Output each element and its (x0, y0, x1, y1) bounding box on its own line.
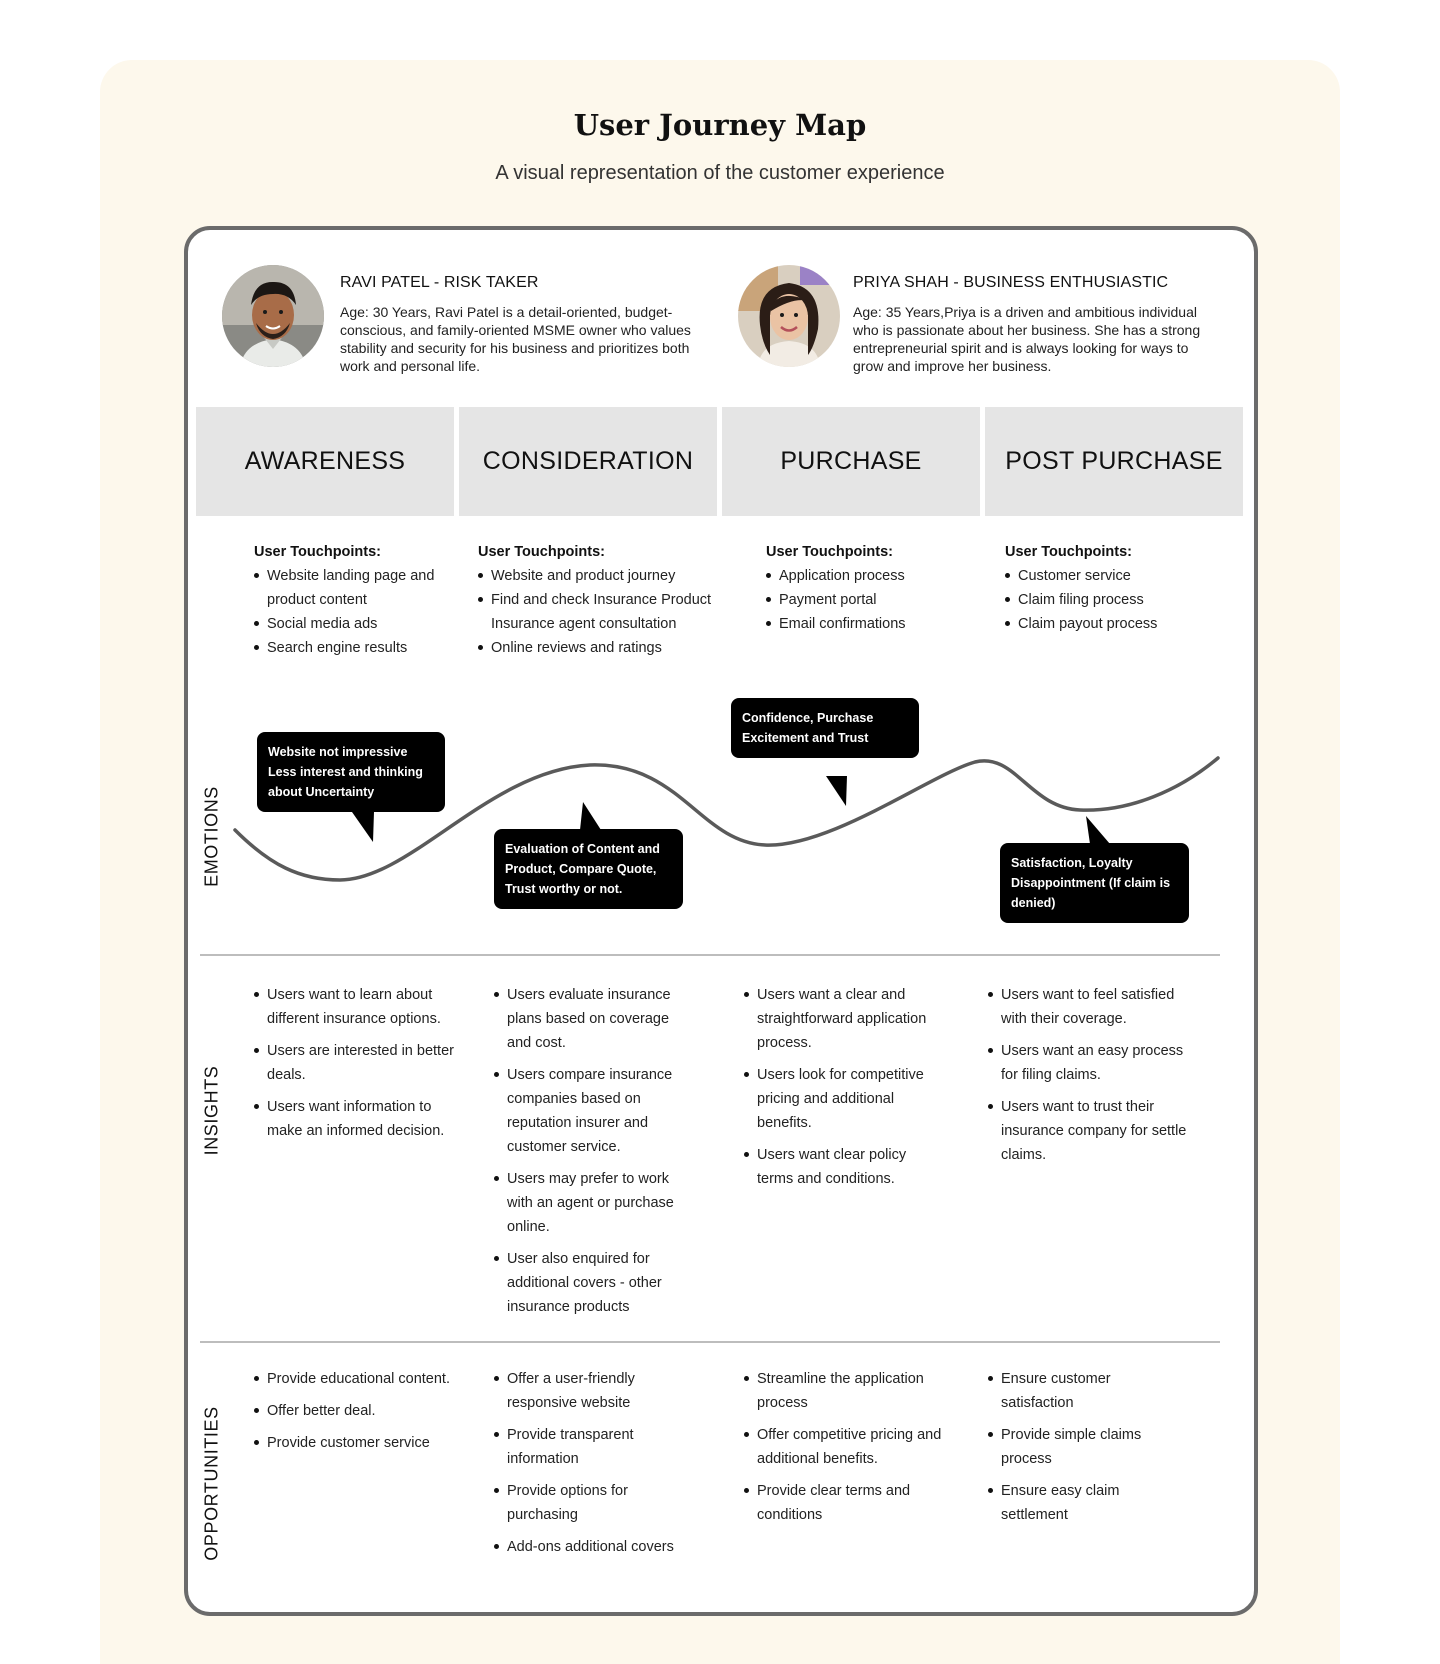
list-item: Users want an easy process for filing cl… (988, 1039, 1188, 1087)
list-item: User also enquired for additional covers… (494, 1247, 690, 1319)
list-item: Streamline the application process (744, 1367, 944, 1415)
list-item: Provide customer service (254, 1431, 454, 1455)
emotion-bubble-post-purchase: Satisfaction, Loyalty Disappointment (If… (1000, 843, 1189, 923)
emotion-bubble-consideration: Evaluation of Content and Product, Compa… (494, 829, 683, 909)
insights-awareness: Users want to learn about different insu… (254, 983, 454, 1151)
bubble-tail-consideration (580, 802, 601, 830)
insights-post-purchase: Users want to feel satisfied with their … (988, 983, 1188, 1175)
list-item: Offer a user-friendly responsive website (494, 1367, 690, 1415)
list-item: Provide educational content. (254, 1367, 454, 1391)
list-item: Offer competitive pricing and additional… (744, 1423, 944, 1471)
list-item: Users evaluate insurance plans based on … (494, 983, 690, 1055)
list-item: Users may prefer to work with an agent o… (494, 1167, 690, 1239)
bubble-tail-purchase (826, 776, 847, 806)
opportunities-post-purchase: Ensure customer satisfaction Provide sim… (988, 1367, 1178, 1535)
list-item: Provide options for purchasing (494, 1479, 690, 1527)
list-item: Users compare insurance companies based … (494, 1063, 690, 1159)
list-item: Offer better deal. (254, 1399, 454, 1423)
list-item: Provide clear terms and conditions (744, 1479, 944, 1527)
row-label-emotions: EMOTIONS (202, 707, 223, 967)
row-divider-opportunities (200, 1341, 1220, 1343)
opportunities-purchase: Streamline the application process Offer… (744, 1367, 944, 1535)
bubble-tail-awareness (352, 812, 374, 842)
list-item: Ensure customer satisfaction (988, 1367, 1178, 1415)
emotion-bubble-purchase: Confidence, Purchase Excitement and Trus… (731, 698, 919, 758)
emotion-bubble-awareness: Website not impressive Less interest and… (257, 732, 445, 812)
list-item: Users want to trust their insurance comp… (988, 1095, 1188, 1167)
insights-consideration: Users evaluate insurance plans based on … (494, 983, 690, 1327)
list-item: Ensure easy claim settlement (988, 1479, 1178, 1527)
list-item: Users want to learn about different insu… (254, 983, 454, 1031)
list-item: Add-ons additional covers (494, 1535, 690, 1559)
opportunities-awareness: Provide educational content. Offer bette… (254, 1367, 454, 1463)
row-label-insights: INSIGHTS (202, 981, 223, 1241)
opportunities-consideration: Offer a user-friendly responsive website… (494, 1367, 690, 1567)
row-divider-insights (200, 954, 1220, 956)
row-label-opportunities: OPPORTUNITIES (202, 1354, 223, 1614)
list-item: Users want to feel satisfied with their … (988, 983, 1188, 1031)
list-item: Users want clear policy terms and condit… (744, 1143, 944, 1191)
list-item: Users want information to make an inform… (254, 1095, 454, 1143)
list-item: Provide simple claims process (988, 1423, 1178, 1471)
insights-purchase: Users want a clear and straightforward a… (744, 983, 944, 1199)
list-item: Users look for competitive pricing and a… (744, 1063, 944, 1135)
list-item: Users want a clear and straightforward a… (744, 983, 944, 1055)
list-item: Provide transparent information (494, 1423, 690, 1471)
bubble-tail-post-purchase (1086, 816, 1110, 844)
list-item: Users are interested in better deals. (254, 1039, 454, 1087)
